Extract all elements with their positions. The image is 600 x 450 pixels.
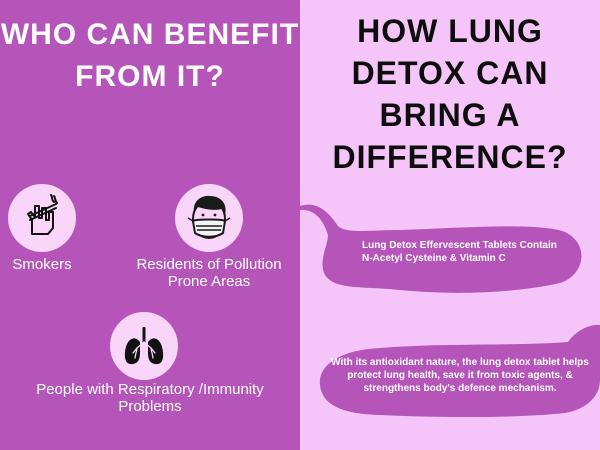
smokers-label: Smokers	[12, 256, 72, 273]
pollution-label: Residents of Pollution Prone Areas	[136, 256, 282, 290]
respiratory-label: People with Respiratory /Immunity Proble…	[36, 381, 264, 415]
top-bubble-shape	[300, 204, 582, 293]
no-smoking-hand-icon	[27, 194, 58, 235]
pollution-icon-circle	[175, 184, 243, 252]
antioxidant-text: With its antioxidant nature, the lung de…	[331, 357, 589, 394]
right-panel-title: HOW LUNG DETOX CAN BRING A DIFFERENCE?	[332, 13, 568, 175]
respiratory-icon-circle	[110, 312, 178, 380]
left-panel-title: WHO CAN BENEFIT FROM IT?	[0, 18, 300, 93]
face-mask-icon	[187, 195, 231, 239]
bottom-bubble-shape	[319, 324, 600, 418]
smokers-icon-circle	[8, 184, 76, 252]
lungs-icon	[124, 327, 164, 365]
nac-vitamin-c-text: Lung Detox Effervescent Tablets Contain …	[362, 240, 557, 264]
